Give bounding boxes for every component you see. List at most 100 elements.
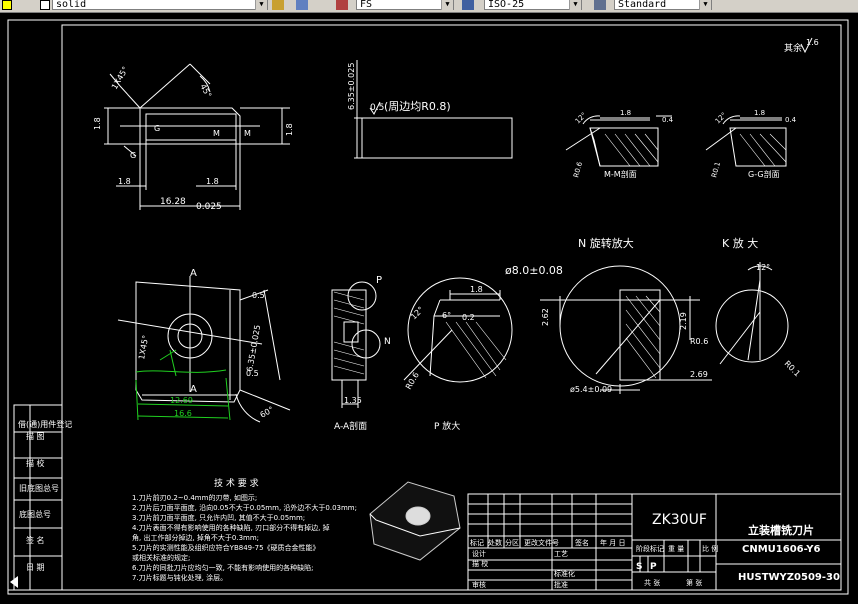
k-dim-r: R0.1 bbox=[783, 359, 802, 378]
row-zone: 分区 bbox=[505, 538, 519, 547]
dimstyle-combo[interactable]: ISO-25 ▼ bbox=[484, 0, 582, 10]
p-zoom-view bbox=[403, 277, 513, 383]
tech-line-8: 6.刀片的同批刀片应均匀一致, 不能有影响使用的各种缺陷; bbox=[132, 563, 314, 572]
label-G2: G bbox=[130, 151, 136, 160]
label-G: G bbox=[154, 124, 160, 133]
mm-section-view bbox=[565, 115, 672, 167]
n-dim-diameter: ø8.0±0.08 bbox=[505, 264, 563, 277]
sheets-total: 共 张 bbox=[644, 578, 660, 587]
sheet-number: 第 张 bbox=[686, 578, 702, 587]
insert-3d-image bbox=[369, 481, 461, 561]
row-count: 处数 bbox=[488, 538, 502, 547]
checkbox-icon[interactable] bbox=[40, 0, 50, 10]
left-registration-block bbox=[13, 404, 63, 591]
sp-mark-s: S bbox=[636, 562, 642, 572]
linetype-value: solid bbox=[56, 0, 87, 10]
ucs-icon bbox=[10, 576, 18, 588]
dim-1-8-right: 1.8 bbox=[206, 177, 219, 186]
hdr-stage: 阶段标记 bbox=[636, 544, 664, 553]
tech-line-1: 1.刀片前刃0.2~0.4mm的刃带, 如图示; bbox=[132, 493, 257, 502]
drawing-number: HUSTWYZ0509-30 bbox=[738, 572, 840, 583]
dimension-style-icon[interactable] bbox=[462, 0, 474, 10]
dim-chamfer: 1X45° bbox=[137, 334, 150, 360]
label-P: P bbox=[376, 275, 382, 286]
dim-0-5-front: 0.5 bbox=[252, 291, 265, 300]
mm-dim-1-8: 1.8 bbox=[620, 109, 631, 117]
label-A-bottom: A bbox=[190, 384, 197, 395]
chevron-down-icon[interactable]: ▼ bbox=[699, 0, 711, 10]
gg-dim-12: 12° bbox=[714, 111, 728, 125]
inner-frame bbox=[61, 24, 842, 591]
label-A-top: A bbox=[190, 268, 197, 279]
left-label-sign: 签 名 bbox=[26, 535, 45, 545]
k-zoom-title: K 放 大 bbox=[722, 236, 758, 250]
text-style-icon[interactable] bbox=[336, 0, 348, 10]
gg-section-label: G-G剖面 bbox=[748, 169, 780, 179]
layer-stack-icon[interactable] bbox=[296, 0, 308, 10]
p-dim-0-2: 0.2 bbox=[462, 313, 475, 322]
dim-60: 60° bbox=[259, 405, 276, 420]
p-dim-12: 12° bbox=[409, 305, 425, 321]
dim-side-right: 1.8 bbox=[285, 123, 294, 136]
gg-dim-r: R0.1 bbox=[710, 161, 722, 179]
dim-length: 16.28 bbox=[160, 197, 186, 207]
layer-icon[interactable] bbox=[272, 0, 284, 10]
drawing-canvas[interactable]: 借(通)用件登记 描 图 描 校 旧底图总号 底图总号 签 名 日 期 其余 1… bbox=[0, 12, 858, 604]
mm-section-label: M-M剖面 bbox=[604, 169, 637, 179]
dim-length-tol: 0.025 bbox=[196, 202, 222, 212]
tech-line-2: 2.刀片后刀面平面度, 沿向0.05不大于0.05mm, 沿外边不大于0.03m… bbox=[132, 503, 357, 512]
aa-section-label: A-A剖面 bbox=[334, 420, 367, 432]
tech-title: 技 术 要 求 bbox=[214, 477, 259, 489]
part-name: 立装槽铣刀片 bbox=[748, 523, 814, 537]
n-dim-r: R0.6 bbox=[690, 337, 708, 346]
chevron-down-icon[interactable]: ▼ bbox=[569, 0, 581, 10]
p-dim-r: R0.6 bbox=[404, 371, 421, 391]
standardize-label: 标准化 bbox=[554, 569, 575, 578]
p-dim-6: 6° bbox=[442, 311, 451, 320]
radius-note: (周边均R0.8) bbox=[384, 100, 451, 113]
n-dim-diameter-small: ø5.4±0.09 bbox=[570, 385, 612, 394]
dim-14-28: 6.35±0.025 bbox=[245, 324, 262, 372]
dim-45: 45° bbox=[198, 83, 213, 100]
svg-text:1.6: 1.6 bbox=[806, 38, 819, 47]
roughness-other: 其余 1.6 bbox=[784, 37, 819, 54]
tech-line-9: 7.刀片标题与钝化处理, 涂层。 bbox=[132, 573, 227, 582]
tech-line-3: 3.刀片前刀面平面度, 只允许内凹, 其值不大于0.05mm; bbox=[132, 513, 305, 522]
gg-dim-0-4: 0.4 bbox=[785, 116, 797, 124]
dimstyle-value: ISO-25 bbox=[488, 0, 525, 10]
label-N: N bbox=[384, 337, 391, 347]
n-zoom-view bbox=[540, 265, 712, 394]
part-code: CNMU1606-Y6 bbox=[742, 544, 821, 555]
tech-line-4: 4.刀片表面不得有影响使用的各种缺陷, 刃口部分不得有掉边, 掉 bbox=[132, 523, 330, 532]
tech-line-7: 或相关标准的规定; bbox=[132, 553, 190, 562]
n-dim-2-62: 2.62 bbox=[541, 308, 550, 326]
n-zoom-title: N 旋转放大 bbox=[578, 236, 634, 250]
linetype-combo[interactable]: solid ▼ bbox=[52, 0, 268, 10]
chevron-down-icon[interactable]: ▼ bbox=[255, 0, 267, 10]
tablestyle-combo[interactable]: Standard▼ bbox=[614, 0, 712, 10]
left-label-base-no: 底图总号 bbox=[19, 509, 51, 519]
dim-1-35: 1.35 bbox=[344, 396, 362, 405]
k-zoom-view bbox=[715, 262, 789, 365]
svg-text:其余: 其余 bbox=[784, 42, 802, 54]
green-dim-12-69: 12.69 bbox=[170, 396, 193, 405]
plotstyle-combo[interactable]: FS▼ bbox=[356, 0, 454, 10]
color-swatch-icon[interactable] bbox=[2, 0, 12, 10]
chevron-down-icon[interactable]: ▼ bbox=[441, 0, 453, 10]
row-sign: 签名 bbox=[575, 538, 589, 547]
design-label: 设计 bbox=[472, 549, 486, 558]
dim-0-5-top: 0.5 bbox=[370, 103, 384, 113]
mm-dim-r: R0.6 bbox=[572, 160, 584, 178]
check-label: 描 校 bbox=[472, 559, 488, 568]
title-block bbox=[467, 493, 842, 591]
process-label: 工艺 bbox=[554, 550, 568, 558]
table-style-icon[interactable] bbox=[594, 0, 606, 10]
hdr-scale: 比 例 bbox=[702, 544, 718, 553]
p-zoom-label: P 放大 bbox=[434, 420, 460, 432]
dim-side-left: 1.8 bbox=[93, 117, 102, 130]
left-label-date: 日 期 bbox=[26, 563, 45, 572]
company-code: ZK30UF bbox=[652, 512, 707, 528]
row-change: 更改文件号 bbox=[524, 538, 559, 547]
dim-thickness: 6.35±0.025 bbox=[347, 63, 356, 110]
aa-section-view bbox=[331, 281, 381, 408]
